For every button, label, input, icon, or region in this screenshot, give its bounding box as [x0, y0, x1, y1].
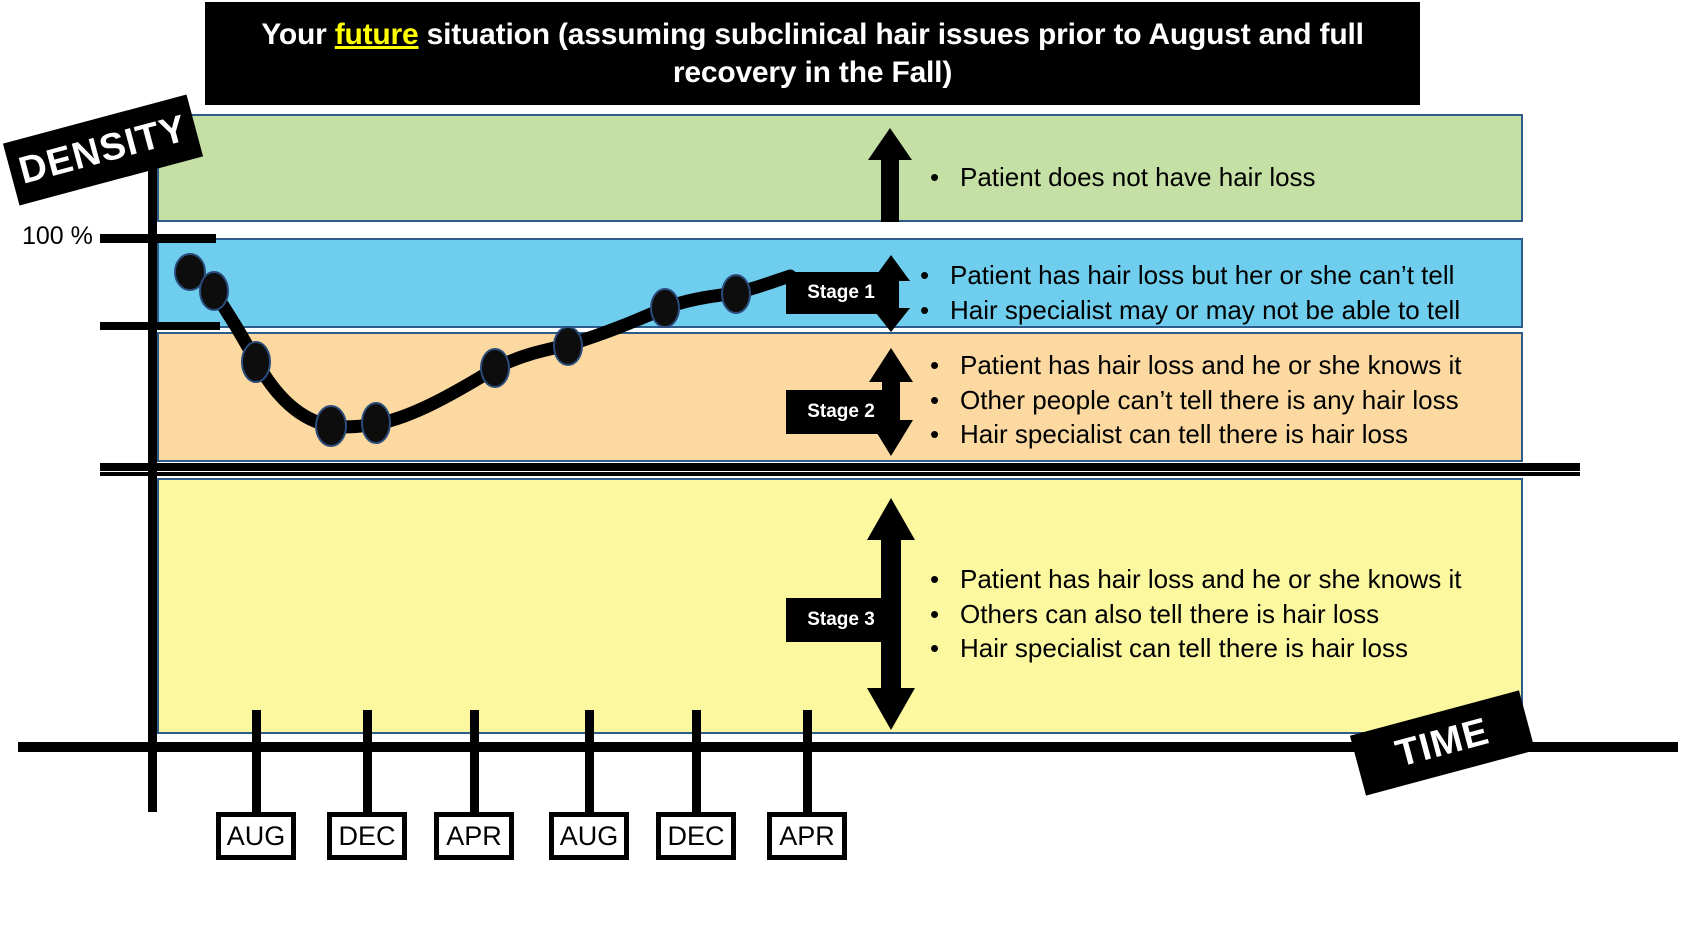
- bullets-band-stage-2: • Patient has hair loss and he or she kn…: [930, 348, 1462, 452]
- bullet-glyph: •: [930, 350, 940, 380]
- bullet-item: • Other people can’t tell there is any h…: [930, 383, 1462, 418]
- bullet-glyph: •: [920, 294, 930, 325]
- bullet-glyph: •: [930, 384, 940, 415]
- x-tick-label-3: AUG: [549, 812, 629, 860]
- bullet-glyph: •: [930, 419, 940, 450]
- stage-1-tag: Stage 1: [786, 272, 896, 314]
- stage-3-tag: Stage 3: [786, 598, 896, 642]
- bullets-band-no-hair-loss: • Patient does not have hair loss: [930, 160, 1316, 195]
- x-tick-label-4: DEC: [656, 812, 736, 860]
- x-tick-mark-0: [252, 710, 261, 814]
- bullets-band-stage-1: • Patient has hair loss but her or she c…: [920, 258, 1460, 327]
- x-tick-label-2: APR: [434, 812, 514, 860]
- bullet-text: Patient has hair loss and he or she know…: [960, 350, 1462, 380]
- x-tick-mark-3: [585, 710, 594, 814]
- band-no-hair-loss: [157, 114, 1523, 222]
- title-prefix: Your: [261, 18, 335, 51]
- x-tick-label-0: AUG: [216, 812, 296, 860]
- bullet-glyph: •: [930, 633, 940, 664]
- x-axis: [18, 742, 1678, 752]
- x-tick-label-1: DEC: [327, 812, 407, 860]
- bullet-item: • Hair specialist can tell there is hair…: [930, 417, 1462, 452]
- bullet-text: Hair specialist may or may not be able t…: [950, 294, 1461, 325]
- title-suffix: situation (assuming subclinical hair iss…: [418, 18, 1364, 89]
- x-tick-label-5: APR: [767, 812, 847, 860]
- x-tick-mark-5: [803, 710, 812, 814]
- title-highlight: future: [334, 18, 419, 51]
- bullet-text: Patient does not have hair loss: [960, 162, 1316, 192]
- bullet-text: Others can also tell there is hair loss: [960, 598, 1380, 629]
- bullet-glyph: •: [930, 598, 940, 629]
- bullet-item: • Others can also tell there is hair los…: [930, 597, 1462, 632]
- bullet-glyph: •: [930, 162, 940, 192]
- bullet-item: • Patient has hair loss and he or she kn…: [930, 348, 1462, 383]
- y-tick-mid-mark: [100, 322, 220, 330]
- bullet-glyph: •: [930, 564, 940, 594]
- bullet-text: Hair specialist can tell there is hair l…: [960, 419, 1408, 450]
- bullet-glyph: •: [920, 260, 930, 290]
- bullet-text: Patient has hair loss and he or she know…: [960, 564, 1462, 594]
- y-axis: [148, 112, 157, 812]
- bullet-text: Patient has hair loss but her or she can…: [950, 260, 1455, 290]
- y-tick-100-mark: [100, 234, 216, 243]
- divider-stage2-stage3: [100, 463, 1580, 471]
- x-tick-mark-2: [470, 710, 479, 814]
- y-axis-tick-label: 100 %: [22, 222, 93, 250]
- bullets-band-stage-3: • Patient has hair loss and he or she kn…: [930, 562, 1462, 666]
- x-tick-mark-1: [363, 710, 372, 814]
- title-banner: Your future situation (assuming subclini…: [205, 2, 1420, 105]
- bullet-item: • Patient does not have hair loss: [930, 160, 1316, 195]
- bullet-item: • Hair specialist can tell there is hair…: [930, 631, 1462, 666]
- bullet-text: Hair specialist can tell there is hair l…: [960, 633, 1408, 664]
- bullet-item: • Patient has hair loss but her or she c…: [920, 258, 1460, 293]
- x-tick-mark-4: [692, 710, 701, 814]
- divider-stage2-stage3-b: [100, 472, 1580, 476]
- bullet-text: Other people can’t tell there is any hai…: [960, 384, 1459, 415]
- bullet-item: • Hair specialist may or may not be able…: [920, 293, 1460, 328]
- bullet-item: • Patient has hair loss and he or she kn…: [930, 562, 1462, 597]
- stage-2-tag: Stage 2: [786, 390, 896, 434]
- title-text: Your future situation (assuming subclini…: [219, 16, 1406, 91]
